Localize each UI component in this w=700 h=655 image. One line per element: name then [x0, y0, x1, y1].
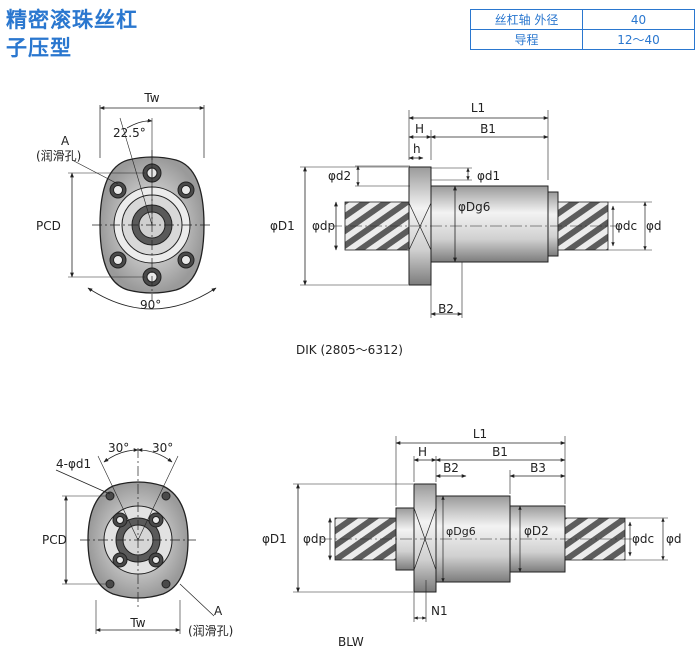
- dik-L1-label: L1: [471, 101, 485, 115]
- blw-B1-label: B1: [492, 445, 508, 459]
- blw-Dg6-label: φDg6: [446, 525, 476, 538]
- dik-B1-label: B1: [480, 122, 496, 136]
- dik-end-view: [68, 105, 217, 310]
- blw-B3-label: B3: [530, 461, 546, 475]
- blw-hole-label: A: [214, 604, 223, 618]
- blw-d-label: φd: [666, 532, 682, 546]
- spec-key-shaft-diameter: 丝杠轴 外径: [470, 9, 583, 30]
- page-subtitle: 子压型: [6, 36, 72, 60]
- spec-value-lead: 12〜40: [582, 29, 695, 50]
- blw-N1-label: N1: [431, 604, 448, 618]
- blw-angle-left-label: 30°: [108, 441, 129, 455]
- dik-pcd-label: PCD: [36, 219, 61, 233]
- blw-B2-label: B2: [443, 461, 459, 475]
- dik-hole-note: (润滑孔): [36, 149, 81, 163]
- blw-pcd-label: PCD: [42, 533, 67, 547]
- blw-end-view: [55, 448, 215, 634]
- blw-angle-right-label: 30°: [152, 441, 173, 455]
- blw-holes-label: 4-φd1: [56, 457, 91, 471]
- dik-Dg6-label: φDg6: [458, 200, 490, 214]
- dik-B2-label: B2: [438, 302, 454, 316]
- dik-dc-label: φdc: [615, 219, 637, 233]
- dik-d1-label: φd1: [477, 169, 500, 183]
- table-row: 丝杠轴 外径 40: [470, 9, 695, 30]
- dik-D1-label: φD1: [270, 219, 295, 233]
- dik-side-view: [300, 110, 652, 318]
- dik-angle-label: 22.5°: [113, 126, 146, 140]
- dik-hole-label: A: [61, 134, 70, 148]
- blw-hole-note: (润滑孔): [188, 624, 233, 638]
- blw-L1-label: L1: [473, 427, 487, 441]
- dik-tw-label: Tw: [143, 91, 159, 105]
- table-row: 导程 12〜40: [470, 29, 695, 50]
- dik-h-label: h: [413, 142, 421, 156]
- blw-caption: BLW: [338, 635, 364, 649]
- dik-d-label: φd: [646, 219, 662, 233]
- dik-dp-label: φdp: [312, 219, 335, 233]
- blw-side-view: [293, 436, 668, 622]
- dik-caption: DIK (2805〜6312): [296, 343, 403, 357]
- dik-d2-label: φd2: [328, 169, 351, 183]
- blw-tw-label: Tw: [129, 616, 145, 630]
- blw-D1-label: φD1: [262, 532, 287, 546]
- spec-table: 丝杠轴 外径 40 导程 12〜40: [470, 9, 695, 50]
- blw-dc-label: φdc: [632, 532, 654, 546]
- dik-H-label: H: [415, 122, 424, 136]
- blw-D2-label: φD2: [524, 524, 549, 538]
- page-title: 精密滚珠丝杠: [6, 8, 138, 32]
- blw-dp-label: φdp: [303, 532, 326, 546]
- spec-key-lead: 导程: [470, 29, 583, 50]
- blw-H-label: H: [418, 445, 427, 459]
- dik-angle-bottom-label: 90°: [140, 298, 161, 312]
